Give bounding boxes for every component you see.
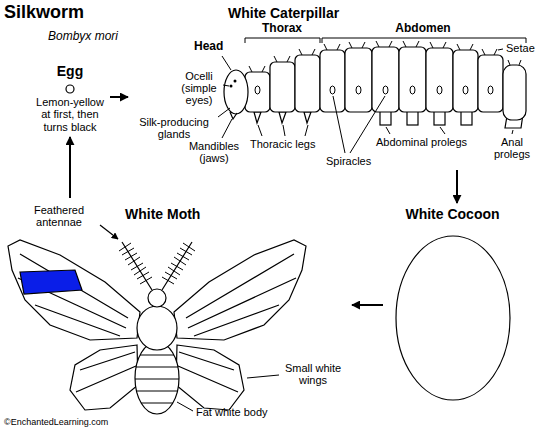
- part-label: Anal prolegs: [490, 136, 534, 160]
- part-label: Thoracic legs: [250, 138, 315, 150]
- part-label: Silk-producing glands: [132, 116, 216, 140]
- part-label: Thorax: [252, 22, 312, 35]
- cycle-arrow: [352, 304, 383, 306]
- cocoon-shape: [396, 236, 510, 400]
- leader-lines: [177, 49, 513, 411]
- part-label: Fat white body: [196, 406, 268, 418]
- cycle-arrow: [110, 96, 128, 98]
- part-label: Spiracles: [326, 155, 371, 167]
- stage-region: White Moth: [4, 200, 350, 426]
- caterpillar-drawing: [224, 47, 526, 128]
- part-label: Ocelli (simple eyes): [176, 70, 222, 106]
- part-label: Abdominal prolegs: [376, 136, 467, 148]
- spiracles: [255, 86, 493, 94]
- stage-heading: White Cocoon: [385, 207, 520, 222]
- part-label: Feathered antennae: [16, 204, 102, 228]
- body-brackets: [245, 38, 526, 43]
- moth-drawing: [8, 240, 306, 414]
- cycle-arrow: [69, 137, 71, 198]
- part-label: Bombyx mori: [48, 30, 118, 43]
- part-label: Mandibles (jaws): [184, 140, 244, 164]
- part-label: Setae: [506, 42, 535, 54]
- antennae-leader: [100, 225, 118, 239]
- part-label: ©EnchantedLearning.com: [4, 418, 108, 428]
- stage-heading: Egg: [32, 64, 108, 79]
- ocelli: [230, 80, 237, 88]
- stage-group: EggLemon-yellow at first, then turns bla…: [32, 62, 108, 135]
- stage-region: White Cocoon: [385, 205, 520, 405]
- setae: [249, 41, 521, 72]
- diagram-title: Silkworm: [4, 3, 84, 23]
- stage-heading: White Caterpillar: [228, 6, 339, 21]
- cycle-arrow: [456, 170, 458, 203]
- stage-description: Lemon-yellow at first, then turns black: [32, 96, 108, 132]
- part-label: Abdomen: [393, 22, 453, 35]
- stage-heading: White Moth: [125, 207, 200, 222]
- part-label: Head: [194, 40, 223, 53]
- egg-drawing: [66, 85, 74, 93]
- part-label: Small white wings: [282, 362, 344, 386]
